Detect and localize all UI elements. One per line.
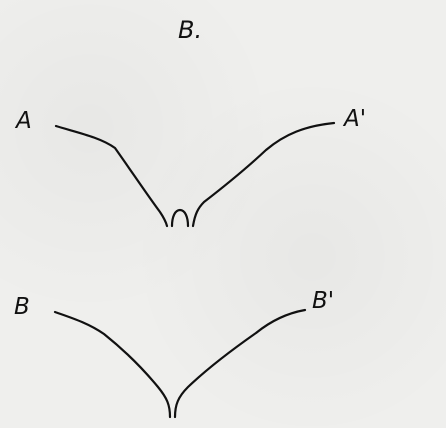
figure-title: B. [178, 16, 203, 44]
curve-a-left-arm [54, 124, 169, 228]
curve-b-left-arm [53, 310, 172, 419]
curve-a-right-arm [191, 121, 336, 228]
label-a-right: A' [344, 106, 367, 132]
curve-b-right-arm [173, 308, 307, 419]
curve-a-notch [170, 208, 190, 228]
label-b-left: B [14, 294, 30, 320]
label-b-right: B' [312, 288, 335, 314]
label-a-left: A [16, 108, 32, 134]
